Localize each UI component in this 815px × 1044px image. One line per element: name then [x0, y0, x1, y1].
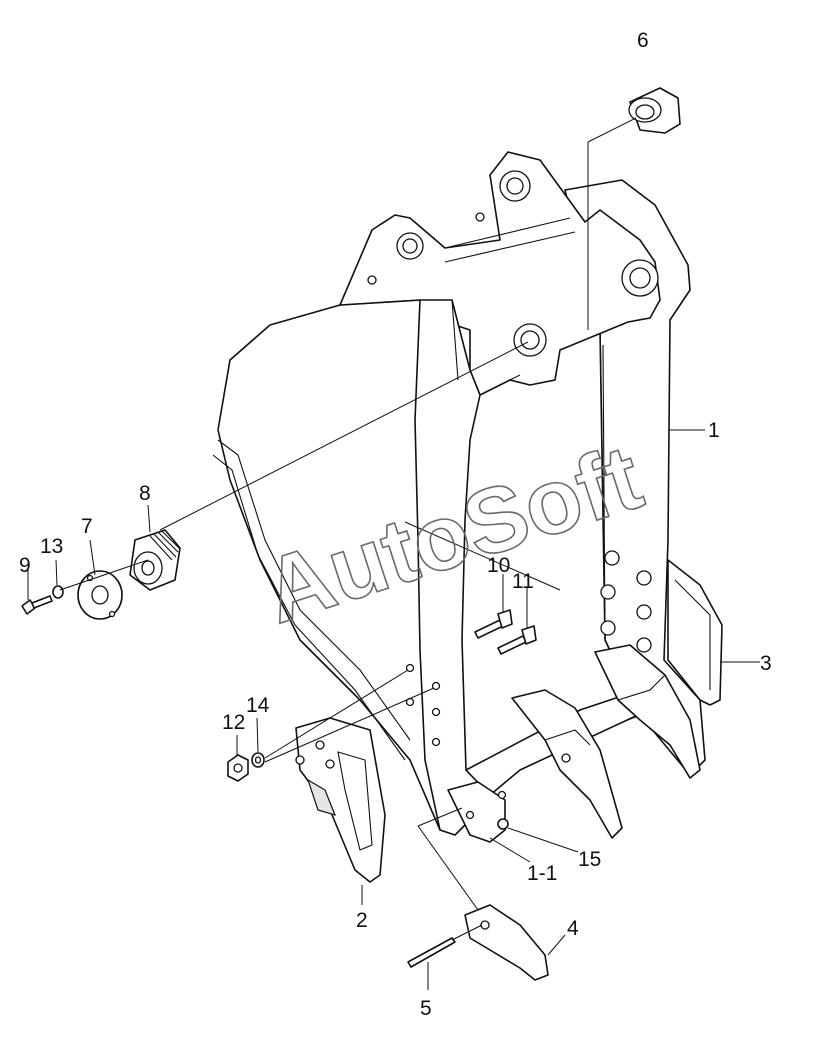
callout-7: 7 [81, 515, 93, 538]
side-cutter-left [295, 717, 386, 883]
callout-2: 2 [356, 909, 368, 932]
callout-6: 6 [637, 29, 649, 52]
callout-3: 3 [760, 652, 772, 675]
small-bolt [497, 818, 509, 830]
callout-14: 14 [246, 694, 270, 717]
callout-9: 9 [19, 554, 31, 577]
side-cutter-right [667, 559, 723, 706]
callout-8: 8 [139, 482, 151, 505]
callout-15: 15 [578, 848, 601, 871]
callout-11: 11 [512, 570, 534, 593]
callout-labels: 6 1 8 7 9 13 10 11 3 12 14 15 1-1 2 4 5 [19, 29, 772, 1020]
callout-4: 4 [567, 917, 579, 940]
pin-assembly [21, 529, 181, 620]
callout-1: 1 [708, 419, 720, 442]
leader-lines [27, 117, 760, 990]
callout-12: 12 [222, 711, 245, 734]
callout-13: 13 [40, 535, 63, 558]
callout-1-1: 1-1 [527, 862, 557, 885]
bushing [628, 87, 681, 134]
side-bolts [474, 609, 537, 655]
callout-10: 10 [487, 554, 510, 577]
nut-washer [227, 752, 265, 782]
callout-5: 5 [420, 997, 432, 1020]
teeth-row [447, 644, 701, 843]
tooth-exploded [407, 904, 549, 981]
